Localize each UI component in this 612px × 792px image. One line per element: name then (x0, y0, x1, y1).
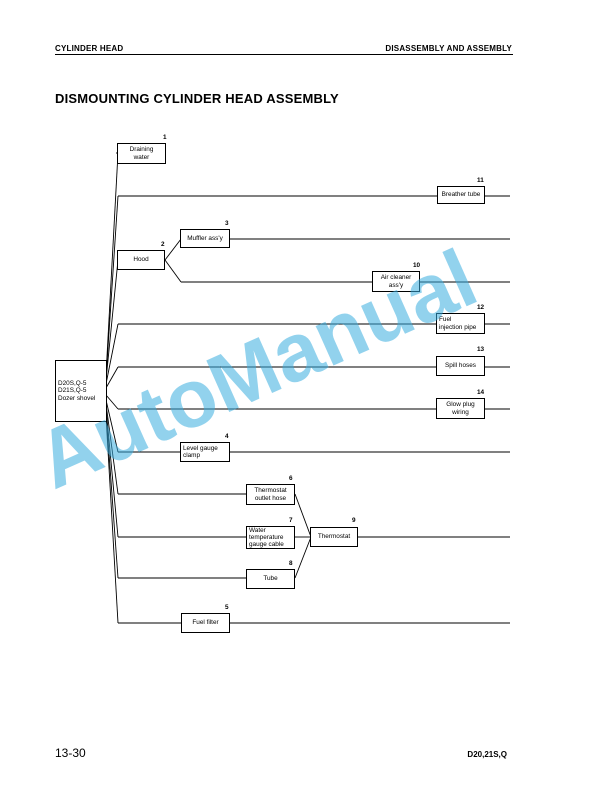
step-label-line: ass'y (388, 281, 404, 289)
step-number-8: 8 (289, 560, 293, 567)
header-section-title: CYLINDER HEAD (55, 44, 124, 53)
connector-root-s1 (105, 152, 119, 376)
step-label-line: Fuel filter (192, 619, 219, 627)
step-number-11: 11 (477, 177, 484, 184)
connector-root-s11 (105, 195, 119, 379)
connector-root-s2 (105, 259, 119, 381)
step-box-glow-plug-wiring: Glow plug wiring (436, 398, 485, 419)
model-code: D20,21S,Q (467, 750, 507, 759)
step-label-line: Fuel (439, 316, 452, 324)
step-label-line: Draining (129, 146, 154, 154)
step-number-5: 5 (225, 604, 229, 611)
step-box-water-temperature-gauge-cable: Water temperature gauge cable (246, 526, 295, 549)
step-label-line: Tube (263, 575, 278, 583)
step-number-12: 12 (477, 304, 485, 311)
line-s2-out-down (164, 259, 182, 283)
connector-root-s6 (105, 403, 119, 495)
step-label-line: Glow plug (446, 401, 475, 409)
root-box-model: D20S,Q-5 D21S,Q-5 Dozer shovel (55, 360, 107, 422)
step-box-level-gauge-clamp: Level gauge clamp (180, 442, 230, 462)
step-label-line: temperature (249, 533, 284, 541)
step-label-line: water (133, 153, 150, 161)
step-box-fuel-injection-pipe: Fuel injection pipe (436, 313, 485, 334)
step-number-10: 10 (413, 262, 421, 269)
connector-root-s4 (105, 399, 119, 453)
step-label-line: Breather tube (441, 191, 481, 199)
header-rule (55, 54, 513, 55)
step-number-3: 3 (225, 220, 229, 227)
step-box-draining-water: Draining water (117, 143, 166, 164)
step-label-line: outlet hose (254, 494, 287, 502)
step-number-2: 2 (161, 241, 165, 248)
page-title: DISMOUNTING CYLINDER HEAD ASSEMBLY (55, 91, 339, 106)
connector-root-s5 (105, 415, 119, 624)
merge-s8-s9 (294, 536, 312, 579)
step-box-air-cleaner-assy: Air cleaner ass'y (372, 271, 420, 292)
step-label-line: gauge cable (249, 541, 284, 549)
step-label-line: Level gauge (183, 444, 218, 452)
step-box-thermostat: Thermostat (310, 527, 358, 547)
step-box-fuel-filter: Fuel filter (181, 613, 230, 633)
step-label-line: Hood (133, 256, 149, 264)
step-box-hood: Hood (117, 250, 165, 270)
connector-root-s7 (105, 407, 119, 538)
step-number-1: 1 (163, 134, 167, 141)
step-box-tube: Tube (246, 569, 295, 589)
step-label-line: Thermostat (254, 487, 287, 495)
step-number-9: 9 (352, 517, 356, 524)
step-number-6: 6 (289, 475, 293, 482)
root-line-2: D21S,Q-5 (58, 387, 87, 395)
header-chapter-title: DISASSEMBLY AND ASSEMBLY (385, 44, 512, 53)
connector-root-s12 (105, 323, 119, 385)
page-number: 13-30 (55, 746, 86, 760)
step-label-line: Water (249, 526, 266, 534)
step-label-line: Spill hoses (445, 362, 476, 370)
step-box-breather-tube: Breather tube (437, 186, 485, 204)
root-line-1: D20S,Q-5 (58, 380, 87, 388)
step-label-line: Muffler ass'y (187, 234, 223, 242)
root-line-3: Dozer shovel (58, 394, 96, 402)
connector-root-s14 (105, 394, 119, 410)
connector-root-s8 (105, 411, 119, 579)
step-number-4: 4 (225, 433, 229, 440)
step-label-line: injection pipe (439, 323, 477, 331)
merge-s6-s9 (294, 493, 312, 538)
step-label-line: clamp (183, 452, 201, 459)
step-label-line: Air cleaner (380, 274, 412, 282)
line-s2-out-up (164, 238, 182, 261)
step-number-13: 13 (477, 346, 485, 353)
step-box-spill-hoses: Spill hoses (436, 356, 485, 376)
step-box-muffler-assy: Muffler ass'y (180, 229, 230, 248)
step-number-14: 14 (477, 389, 485, 396)
step-box-thermostat-outlet-hose: Thermostat outlet hose (246, 484, 295, 505)
step-label-line: Thermostat (317, 533, 351, 541)
connector-root-s13 (105, 366, 119, 389)
step-label-line: wiring (452, 408, 469, 416)
step-number-7: 7 (289, 517, 293, 524)
